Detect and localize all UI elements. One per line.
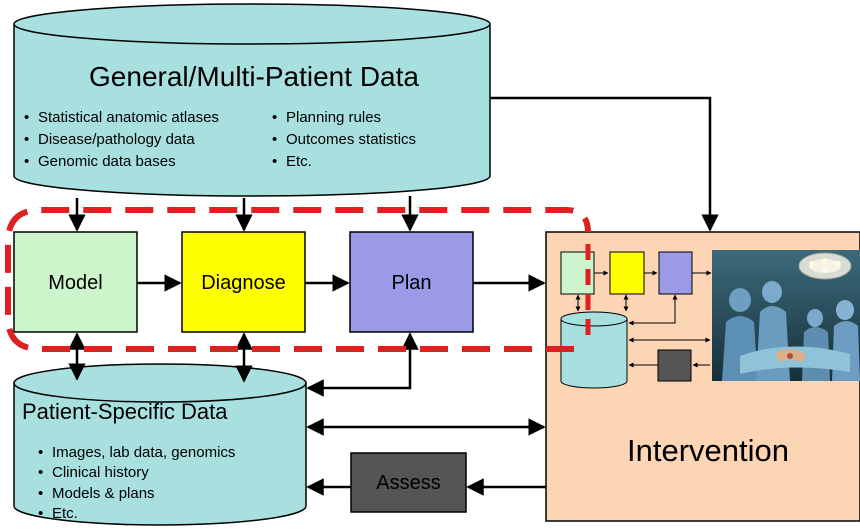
patient-data-title: Patient-Specific Data bbox=[22, 399, 228, 424]
general-item-5: Outcomes statistics bbox=[286, 131, 416, 148]
svg-text:•: • bbox=[272, 109, 277, 126]
general-data-list-right: • Planning rules • Outcomes statistics •… bbox=[272, 109, 416, 170]
assess-box bbox=[350, 452, 467, 513]
general-item-2: Disease/pathology data bbox=[38, 131, 195, 148]
svg-text:•: • bbox=[24, 109, 29, 126]
connector-arrows bbox=[68, 96, 719, 496]
svg-text:•: • bbox=[38, 464, 43, 481]
mini-diagnose-box bbox=[609, 251, 645, 295]
svg-text:•: • bbox=[24, 153, 29, 170]
svg-text:•: • bbox=[272, 153, 277, 170]
arrow-general-to-intervention bbox=[490, 96, 719, 232]
general-item-3: Genomic data bases bbox=[38, 153, 176, 170]
model-label: Model bbox=[48, 272, 102, 294]
svg-text:•: • bbox=[38, 485, 43, 502]
model-box bbox=[13, 231, 138, 333]
mini-plan-box bbox=[658, 251, 693, 295]
svg-text:•: • bbox=[24, 131, 29, 148]
assess-label: Assess bbox=[376, 472, 440, 494]
mini-assess-box bbox=[657, 349, 692, 382]
svg-text:•: • bbox=[38, 444, 43, 461]
general-item-4: Planning rules bbox=[286, 109, 381, 126]
patient-item-1: Images, lab data, genomics bbox=[52, 444, 235, 461]
patient-item-3: Models & plans bbox=[52, 485, 155, 502]
general-data-list-left: • Statistical anatomic atlases • Disease… bbox=[24, 109, 219, 170]
diagnose-box bbox=[181, 231, 306, 333]
mini-database bbox=[560, 311, 628, 389]
svg-text:•: • bbox=[38, 505, 43, 522]
patient-data-list: • Images, lab data, genomics • Clinical … bbox=[38, 444, 235, 522]
svg-text:•: • bbox=[272, 131, 277, 148]
patient-item-2: Clinical history bbox=[52, 464, 149, 481]
arrow-plan-patient bbox=[306, 332, 419, 397]
surgery-photo bbox=[712, 250, 860, 381]
general-data-title: General/Multi-Patient Data bbox=[89, 61, 419, 92]
general-data-cylinder bbox=[13, 3, 491, 197]
general-item-6: Etc. bbox=[286, 153, 312, 170]
intervention-label: Intervention bbox=[627, 433, 789, 468]
plan-label: Plan bbox=[391, 272, 431, 294]
patient-data-cylinder bbox=[13, 363, 307, 526]
diagnose-label: Diagnose bbox=[201, 272, 286, 294]
general-item-1: Statistical anatomic atlases bbox=[38, 109, 219, 126]
patient-item-4: Etc. bbox=[52, 505, 78, 522]
red-dashed-highlight bbox=[5, 207, 591, 352]
plan-box bbox=[349, 231, 474, 333]
